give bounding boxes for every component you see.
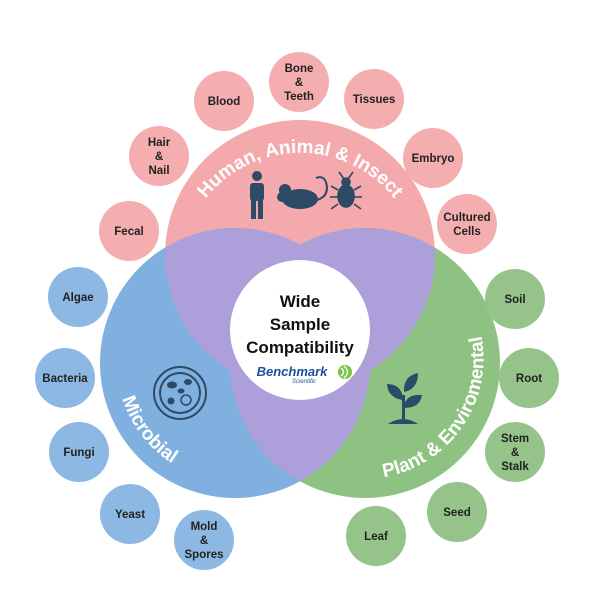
bubble-root: Root (499, 348, 559, 408)
bubble-blood: Blood (194, 71, 254, 131)
bubble-circle (48, 267, 108, 327)
bubble-circle (485, 422, 545, 482)
bubble-label: & (200, 535, 208, 547)
bubble-label: Cells (453, 226, 481, 238)
benchmark-logo-text: Benchmark (257, 364, 329, 379)
bubble-label: Hair (148, 137, 171, 149)
bubble-label: Yeast (115, 509, 145, 521)
bubble-circle (403, 128, 463, 188)
bubble-label: Fecal (114, 226, 143, 238)
bubble-label: Bone (285, 63, 314, 75)
bubble-circle (49, 422, 109, 482)
mouse-icon (277, 176, 328, 209)
bubble-label: & (511, 447, 519, 459)
bubble-label: & (295, 77, 303, 89)
bubble-circle (427, 482, 487, 542)
plant-icon (387, 373, 422, 424)
bubble-circle (194, 71, 254, 131)
bubble-circle (129, 126, 189, 186)
petri-dish-icon (153, 366, 207, 420)
center-title-line-3: Compatibility (246, 338, 354, 357)
bubble-label: Embryo (412, 153, 455, 165)
bubble-label: Mold (191, 521, 218, 533)
bubble-label: Root (516, 373, 542, 385)
bubble-leaf: Leaf (346, 506, 406, 566)
bubble-label: Cultured (443, 212, 490, 224)
bubble-circle (485, 269, 545, 329)
bubble-circle (35, 348, 95, 408)
center-title-line-2: Sample (270, 315, 330, 334)
bubble-label: Tissues (353, 94, 396, 106)
benchmark-logo-icon (338, 365, 352, 379)
bubble-algae: Algae (48, 267, 108, 327)
bubble-label: Stalk (501, 461, 529, 473)
bubble-label: Leaf (364, 531, 388, 543)
bubble-hair-nail: Hair & Nail (129, 126, 189, 186)
bubble-label: Soil (504, 294, 525, 306)
bubble-label: Teeth (284, 91, 314, 103)
bubble-fecal: Fecal (99, 201, 159, 261)
bubble-circle (346, 506, 406, 566)
center-disc (230, 260, 370, 400)
bubble-yeast: Yeast (100, 484, 160, 544)
bubble-label: Stem (501, 433, 529, 445)
bubble-label: Nail (148, 165, 169, 177)
bubble-fungi: Fungi (49, 422, 109, 482)
insect-icon (330, 171, 362, 210)
bubble-seed: Seed (427, 482, 487, 542)
bubble-bacteria: Bacteria (35, 348, 95, 408)
bubble-label: Bacteria (42, 373, 88, 385)
bubble-label: & (155, 151, 163, 163)
bubble-circle (100, 484, 160, 544)
bubble-tissues: Tissues (344, 69, 404, 129)
bubble-circle (499, 348, 559, 408)
bubble-soil: Soil (485, 269, 545, 329)
bubble-label: Fungi (63, 447, 94, 459)
bubble-label: Seed (443, 507, 471, 519)
bubble-mold-spores: Mold & Spores (174, 510, 234, 570)
benchmark-logo-subtext: Scientific (292, 379, 316, 385)
bubble-circle (437, 194, 497, 254)
bubble-circle (174, 510, 234, 570)
bubble-stem-stalk: Stem & Stalk (485, 422, 545, 482)
sample-bubbles: Fecal Hair & Nail Blood Bone & Teeth TissuesEmbr… (35, 52, 559, 570)
bubble-circle (344, 69, 404, 129)
bubble-circle (269, 52, 329, 112)
center-title-line-1: Wide (280, 292, 320, 311)
bubble-circle (99, 201, 159, 261)
bubble-label: Algae (62, 292, 93, 304)
bubble-label: Blood (208, 96, 241, 108)
person-icon (250, 171, 264, 219)
bubble-embryo: Embryo (403, 128, 463, 188)
bubble-bone-teeth: Bone & Teeth (269, 52, 329, 112)
bubble-label: Spores (185, 549, 224, 561)
